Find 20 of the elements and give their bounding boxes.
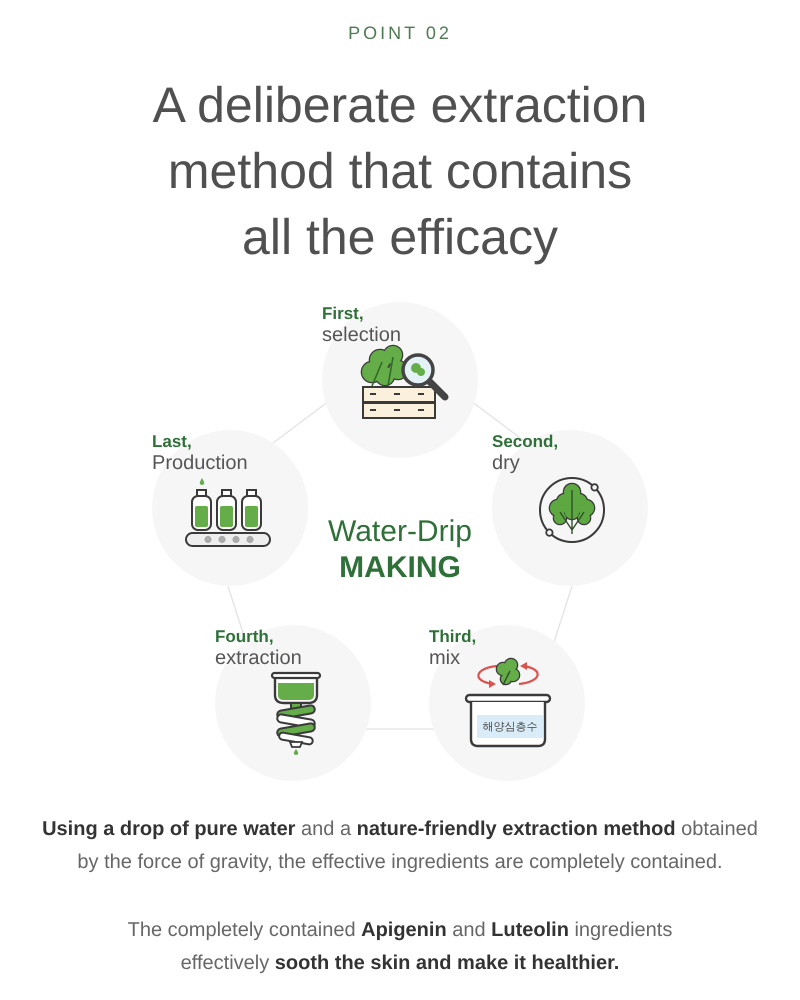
body-paragraph: Using a drop of pure water and a nature-friendly extraction method obtained by the force of gravity, the effective ingredients are completely contained. [41, 817, 759, 875]
step-name: selection [322, 323, 401, 347]
main-title: A deliberate extraction method that contains all the efficacy [152, 76, 648, 267]
connector-line [554, 586, 573, 642]
step-heading: Last, [152, 432, 192, 452]
connector-line [272, 402, 326, 444]
step-heading: First, [322, 304, 364, 324]
connector-line [227, 586, 246, 642]
body-paragraph: The completely contained Apigenin and Luteolin ingredients effectively sooth the skin and make it healthier. [126, 918, 674, 976]
step-name: Production [152, 451, 248, 475]
step-name: extraction [215, 646, 302, 670]
center-label: Water-Drip MAKING [327, 514, 473, 586]
step-name: mix [429, 646, 460, 670]
step-heading: Fourth, [215, 627, 274, 647]
water-label: 해양심층수 [477, 715, 543, 738]
section-label: POINT 02 [347, 22, 453, 45]
step-heading: Third, [429, 627, 476, 647]
step-name: dry [492, 451, 520, 475]
step-heading: Second, [492, 432, 558, 452]
connector-line [474, 402, 528, 444]
